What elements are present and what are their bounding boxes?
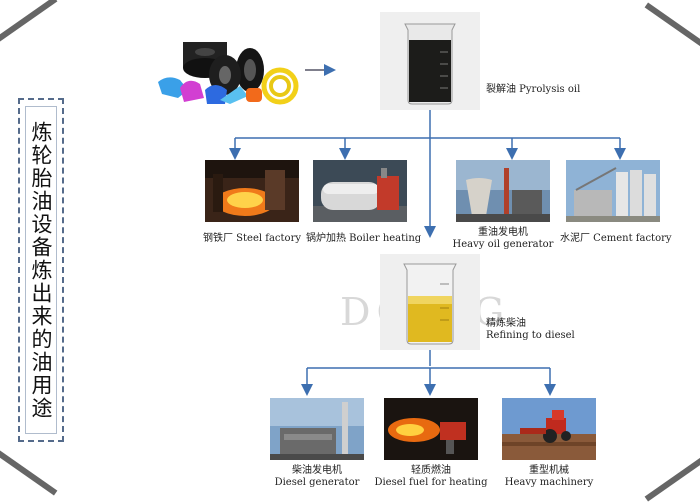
pyrolysis-oil-label: 裂解油 Pyrolysis oil	[486, 84, 581, 95]
heavy-machinery-image	[502, 398, 596, 460]
refining-label-cn: 精炼柴油	[486, 318, 526, 329]
steel-factory-label: 钢铁厂 Steel factory	[203, 233, 301, 244]
cement-factory-label: 水泥厂 Cement factory	[560, 233, 672, 244]
cement-factory-image	[566, 160, 660, 222]
diesel-generator-label: 柴油发电机 Diesel generator	[260, 465, 374, 489]
steel-factory-image	[205, 160, 299, 222]
heavy-oil-generator-label-en: Heavy oil generator	[452, 239, 554, 250]
heavy-oil-generator-image	[456, 160, 550, 222]
diesel-fuel-heating-label-cn: 轻质燃油	[411, 465, 451, 476]
boiler-heating-image	[313, 160, 407, 222]
diesel-fuel-heating-image	[384, 398, 478, 460]
side-title-box: 炼轮胎油设备炼出来的油用途	[18, 98, 64, 442]
side-title-inner-border	[25, 106, 57, 434]
refining-label-en: Refining to diesel	[486, 330, 575, 341]
pyrolysis-oil-image	[380, 12, 480, 110]
refined-diesel-image	[380, 254, 480, 350]
diesel-generator-image	[270, 398, 364, 460]
heavy-machinery-label-cn: 重型机械	[529, 465, 569, 476]
refining-label: 精炼柴油 Refining to diesel	[486, 318, 576, 342]
heavy-machinery-label-en: Heavy machinery	[504, 477, 594, 488]
diesel-generator-label-cn: 柴油发电机	[292, 465, 342, 476]
diesel-fuel-heating-label-en: Diesel fuel for heating	[374, 477, 488, 488]
tires-plastics-image	[150, 30, 300, 110]
side-title: 炼轮胎油设备炼出来的油用途	[29, 120, 53, 420]
heavy-machinery-label: 重型机械 Heavy machinery	[496, 465, 602, 489]
heavy-oil-generator-label: 重油发电机 Heavy oil generator	[450, 227, 556, 251]
diesel-generator-label-en: Diesel generator	[274, 477, 360, 488]
heavy-oil-generator-label-cn: 重油发电机	[478, 227, 528, 238]
diesel-fuel-heating-label: 轻质燃油 Diesel fuel for heating	[370, 465, 492, 489]
boiler-heating-label: 锅炉加热 Boiler heating	[306, 233, 422, 244]
